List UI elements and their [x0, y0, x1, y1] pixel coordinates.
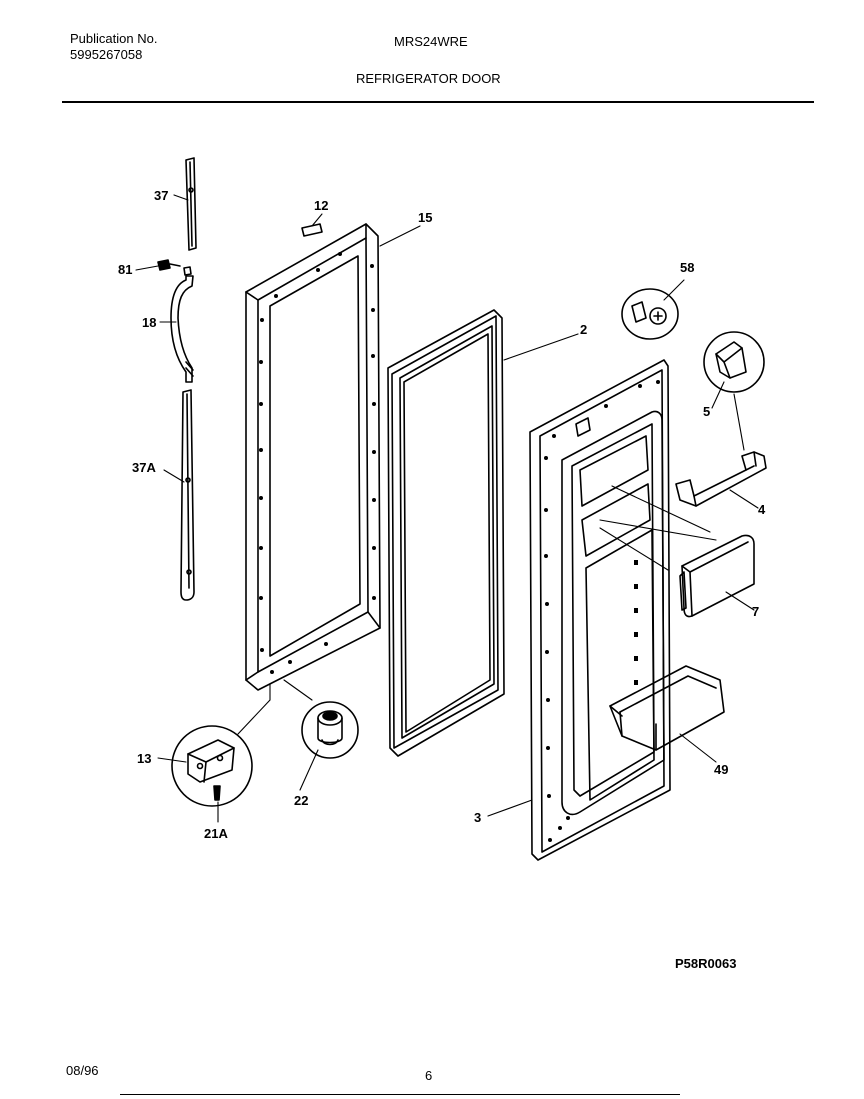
part-81-screw	[157, 259, 192, 276]
callout-21a: 21A	[204, 826, 228, 841]
part-18-handle	[170, 275, 194, 383]
callout-37: 37	[154, 188, 168, 203]
part-12-clip	[301, 223, 323, 237]
part-22-door-stop-detail	[301, 701, 359, 759]
part-49-door-shelf-bin	[609, 665, 725, 751]
part-15-door-frame	[245, 223, 381, 691]
part-37a-lower-trim	[180, 389, 195, 601]
header-rule	[62, 101, 814, 103]
callout-58: 58	[680, 260, 694, 275]
callout-13: 13	[137, 751, 151, 766]
section-title: REFRIGERATOR DOOR	[356, 71, 501, 86]
callout-18: 18	[142, 315, 156, 330]
callout-5: 5	[703, 404, 710, 419]
footer-date: 08/96	[66, 1063, 99, 1078]
model-number: MRS24WRE	[394, 34, 468, 49]
part-13-hinge-detail	[171, 725, 253, 807]
publication-label: Publication No.	[70, 31, 158, 46]
diagram-code: P58R0063	[675, 956, 737, 971]
callout-2: 2	[580, 322, 587, 337]
callout-4: 4	[758, 502, 766, 517]
leader-lines	[135, 194, 759, 823]
part-4-door-bar	[675, 451, 767, 507]
part-5-bar-end-cap-detail	[703, 331, 765, 393]
callout-37a: 37A	[132, 460, 156, 475]
part-2-door-gasket	[387, 309, 505, 757]
part-37-upper-trim	[185, 157, 197, 251]
footer-rule	[120, 1094, 680, 1095]
callout-7: 7	[752, 604, 759, 619]
callout-22: 22	[294, 793, 308, 808]
part-3-inner-door-liner	[529, 359, 671, 861]
callout-49: 49	[714, 762, 728, 777]
part-7-dairy-compartment	[679, 534, 755, 618]
page-number: 6	[425, 1068, 433, 1083]
part-58-screw-detail	[621, 288, 679, 340]
callout-81: 81	[118, 262, 132, 277]
publication-number: 5995267058	[70, 47, 143, 62]
callout-3: 3	[474, 810, 481, 825]
callout-12: 12	[314, 198, 328, 213]
callout-labels: 37 81 18 37A 12 15 58 2 5 4 7 49 3 13 22…	[118, 188, 766, 841]
callout-15: 15	[418, 210, 432, 225]
